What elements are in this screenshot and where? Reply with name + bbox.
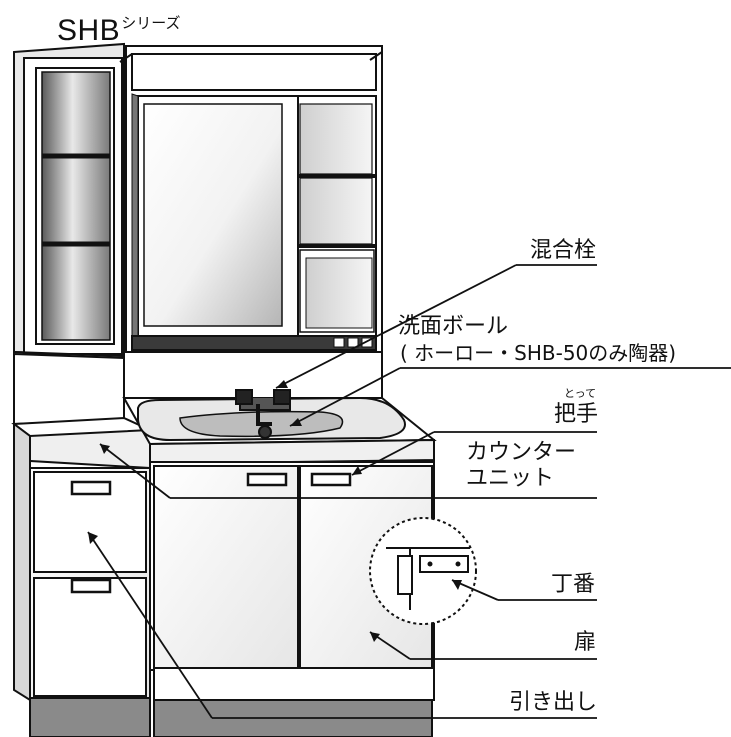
series-name: SHB	[57, 14, 121, 47]
series-title: SHBシリーズ	[57, 12, 180, 48]
label-handle-ruby: とって	[564, 387, 597, 400]
label-faucet: 混合栓	[530, 238, 597, 263]
label-bowl-line2: ( ホーロー・SHB-50のみ陶器)	[400, 341, 677, 365]
label-bowl-line1: 洗面ボール	[398, 314, 509, 339]
label-hinge: 丁番	[551, 572, 596, 597]
series-suffix: シリーズ	[121, 15, 181, 32]
label-drawer: 引き出し	[509, 690, 598, 715]
label-counter-line1: カウンター	[466, 440, 577, 465]
hinge-detail	[369, 517, 477, 625]
mirror-cabinet	[119, 45, 383, 353]
leader-lines	[87, 264, 731, 719]
label-counter-line2: ユニット	[466, 466, 555, 491]
arrowheads	[88, 380, 462, 642]
side-cabinet-upper	[13, 42, 125, 358]
side-cabinet-lower	[11, 352, 151, 737]
counter-unit	[122, 389, 437, 466]
label-handle: 把手	[554, 402, 599, 427]
label-door: 扉	[574, 630, 597, 655]
